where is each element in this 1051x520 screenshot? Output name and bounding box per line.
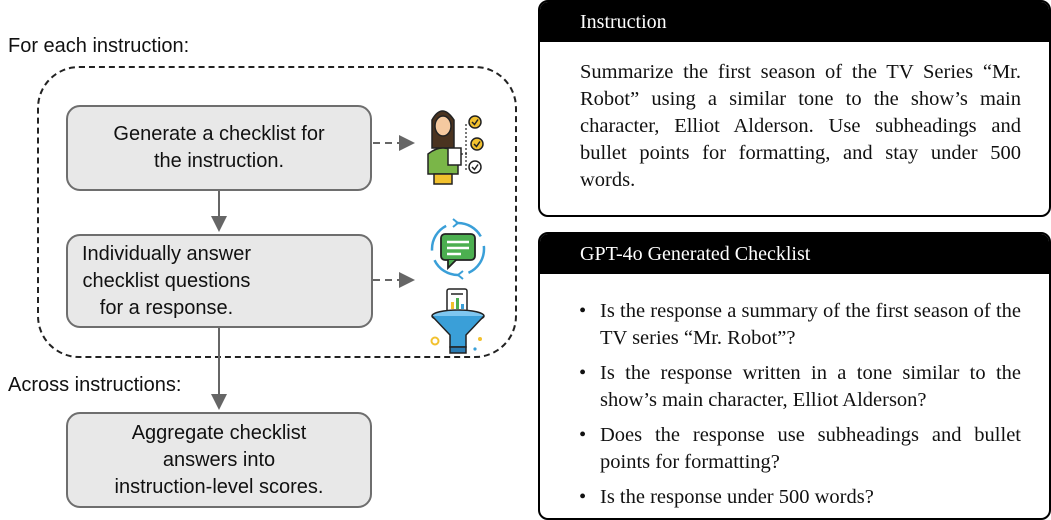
answer-checklist-step: Individually answer checklist questions … bbox=[66, 234, 373, 328]
instruction-card: Instruction Summarize the first season o… bbox=[538, 0, 1051, 217]
generate-checklist-step: Generate a checklist for the instruction… bbox=[66, 105, 372, 191]
checklist-items: Is the response a summary of the first s… bbox=[540, 274, 1049, 511]
person-checklist-icon bbox=[427, 110, 484, 185]
instruction-text: Summarize the first season of the TV Ser… bbox=[580, 61, 1021, 191]
checklist-item: Is the response under 500 words? bbox=[579, 484, 1021, 511]
chat-bubble-icon bbox=[430, 218, 486, 280]
instruction-card-title: Instruction bbox=[540, 2, 1049, 42]
checklist-item: Does the response use subheadings and bu… bbox=[579, 422, 1021, 476]
aggregate-answers-step: Aggregate checklist answers into instruc… bbox=[66, 412, 372, 508]
checklist-item: Is the response written in a tone simila… bbox=[579, 360, 1021, 414]
per-instruction-region bbox=[37, 66, 517, 358]
checklist-card: GPT-4o Generated Checklist Is the respon… bbox=[538, 232, 1051, 520]
checklist-card-title: GPT-4o Generated Checklist bbox=[540, 234, 1049, 274]
funnel-icon bbox=[430, 288, 485, 354]
checklist-item: Is the response a summary of the first s… bbox=[579, 298, 1021, 352]
across-instructions-label: Across instructions: bbox=[8, 374, 182, 396]
for-each-instruction-label: For each instruction: bbox=[8, 35, 190, 57]
